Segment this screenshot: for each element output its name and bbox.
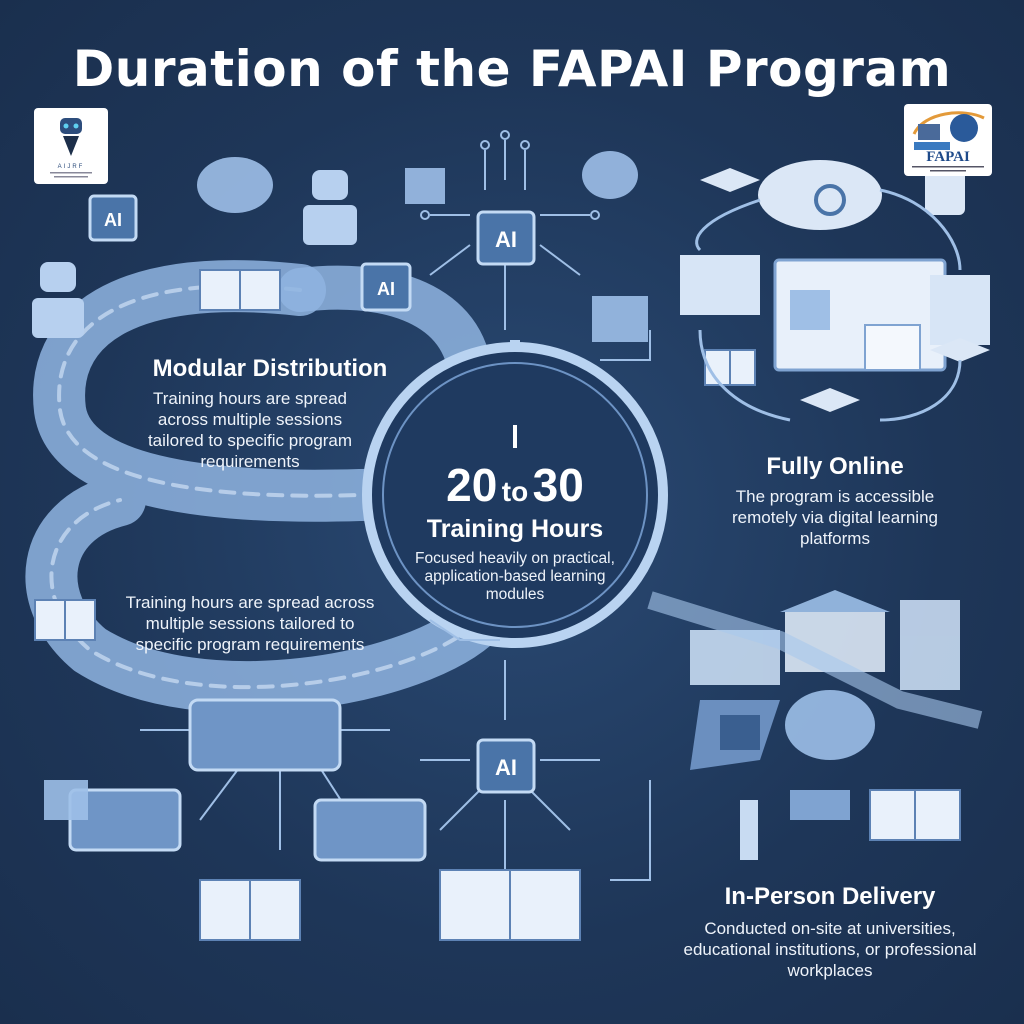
fapai-logo-icon: FAPAI bbox=[912, 111, 985, 172]
online-illustration bbox=[680, 155, 990, 422]
hours-to-word: to bbox=[501, 476, 529, 507]
aijrf-logo: AIJRF bbox=[34, 108, 108, 184]
book-icons bbox=[34, 269, 961, 941]
page-title: Duration of the FAPAI Program bbox=[72, 40, 952, 98]
svg-text:AI: AI bbox=[104, 210, 122, 230]
svg-text:AIJRF: AIJRF bbox=[58, 164, 85, 170]
svg-text:AI: AI bbox=[495, 755, 517, 780]
modular-text: Training hours are spread across multipl… bbox=[147, 389, 353, 471]
ai-chip-label: AI bbox=[495, 227, 517, 252]
clock-ring bbox=[362, 340, 668, 648]
svg-text:AI: AI bbox=[377, 279, 395, 299]
center-description: Focused heavily on practical, applicatio… bbox=[415, 550, 615, 603]
robot-pen-logo-icon: AIJRF bbox=[50, 118, 92, 178]
in-person-illustration bbox=[647, 591, 983, 860]
online-text: The program is accessible remotely via d… bbox=[732, 487, 938, 548]
modular-heading: Modular Distribution bbox=[152, 355, 388, 382]
brain-icon bbox=[197, 157, 273, 213]
in-person-heading: In-Person Delivery bbox=[724, 883, 936, 910]
fapai-logo: FAPAI bbox=[904, 104, 992, 176]
svg-text:FAPAI: FAPAI bbox=[926, 149, 970, 165]
robot-icon bbox=[312, 170, 348, 200]
hours-to: 30 bbox=[532, 459, 584, 511]
hours-range: 20 to 30 bbox=[400, 458, 630, 512]
ai-chip-icons bbox=[68, 194, 536, 862]
modular-text-repeat: Training hours are spread across multipl… bbox=[125, 593, 375, 654]
hours-label: Training Hours bbox=[426, 515, 604, 543]
in-person-text: Conducted on-site at universities, educa… bbox=[683, 919, 977, 980]
hours-from: 20 bbox=[446, 459, 498, 511]
online-heading: Fully Online bbox=[766, 453, 904, 480]
